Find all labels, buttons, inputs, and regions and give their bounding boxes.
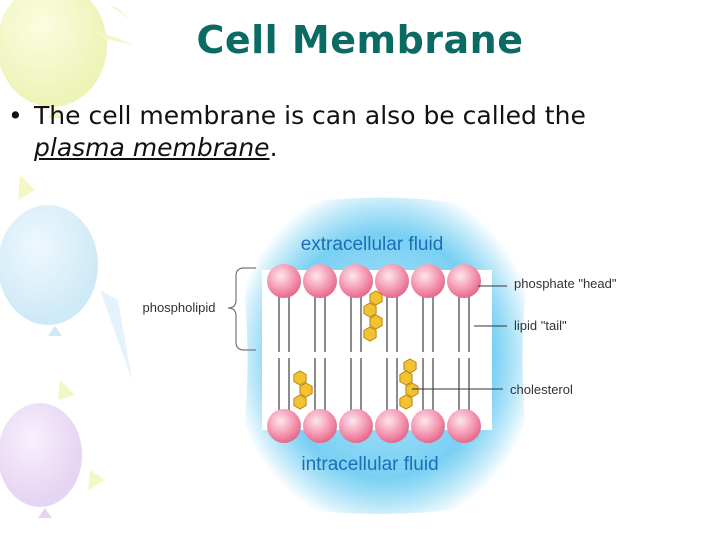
bullet-text-end: .	[269, 133, 278, 162]
bullet-text: The cell membrane is can also be called …	[34, 101, 586, 130]
cholesterol-ring	[405, 382, 419, 398]
cholesterol-ring	[293, 370, 307, 386]
cholesterol-ring	[293, 394, 307, 410]
balloon-blue	[0, 205, 132, 380]
phosphate-head	[303, 409, 337, 443]
cholesterol-callout-label: cholesterol	[510, 382, 573, 397]
phospholipid-label: phospholipid	[142, 300, 215, 315]
cholesterol-molecule	[293, 370, 313, 410]
star-sparkles	[18, 175, 105, 490]
bullet-symbol: •	[8, 101, 23, 130]
phosphate-head	[447, 264, 481, 298]
phosphate-head	[411, 264, 445, 298]
tail-callout-label: lipid "tail"	[514, 318, 567, 333]
phosphate-heads-top	[267, 264, 481, 298]
cholesterol-ring	[363, 326, 377, 342]
phosphate-head	[375, 264, 409, 298]
phosphate-head	[411, 409, 445, 443]
phosphate-head	[267, 409, 301, 443]
head-callout-label: phosphate "head"	[514, 276, 617, 291]
cholesterol-ring	[403, 358, 417, 374]
extracellular-label: extracellular fluid	[301, 234, 444, 255]
cholesterol-ring	[399, 370, 413, 386]
cholesterol-molecule	[399, 358, 419, 410]
phosphate-heads-bottom	[267, 409, 481, 443]
intracellular-label: intracellular fluid	[301, 454, 438, 475]
phospholipid-bracket	[227, 267, 256, 351]
cholesterol-molecule	[363, 290, 383, 342]
bullet-item: • The cell membrane is can also be called…	[8, 100, 708, 164]
balloon-yellow	[0, 0, 135, 118]
phosphate-head	[339, 264, 373, 298]
cholesterol-ring	[299, 382, 313, 398]
slide-title: Cell Membrane	[196, 18, 524, 62]
cholesterol-ring	[369, 314, 383, 330]
bullet-term: plasma membrane	[34, 133, 270, 162]
cholesterol-molecules	[293, 290, 419, 410]
cholesterol-ring	[369, 290, 383, 306]
cholesterol-ring	[363, 302, 377, 318]
lipid-tails	[278, 296, 470, 412]
phosphate-head	[303, 264, 337, 298]
balloon-purple	[0, 403, 82, 518]
phosphate-head	[339, 409, 373, 443]
phosphate-head	[447, 409, 481, 443]
cholesterol-ring	[399, 394, 413, 410]
phosphate-head	[267, 264, 301, 298]
phosphate-head	[375, 409, 409, 443]
